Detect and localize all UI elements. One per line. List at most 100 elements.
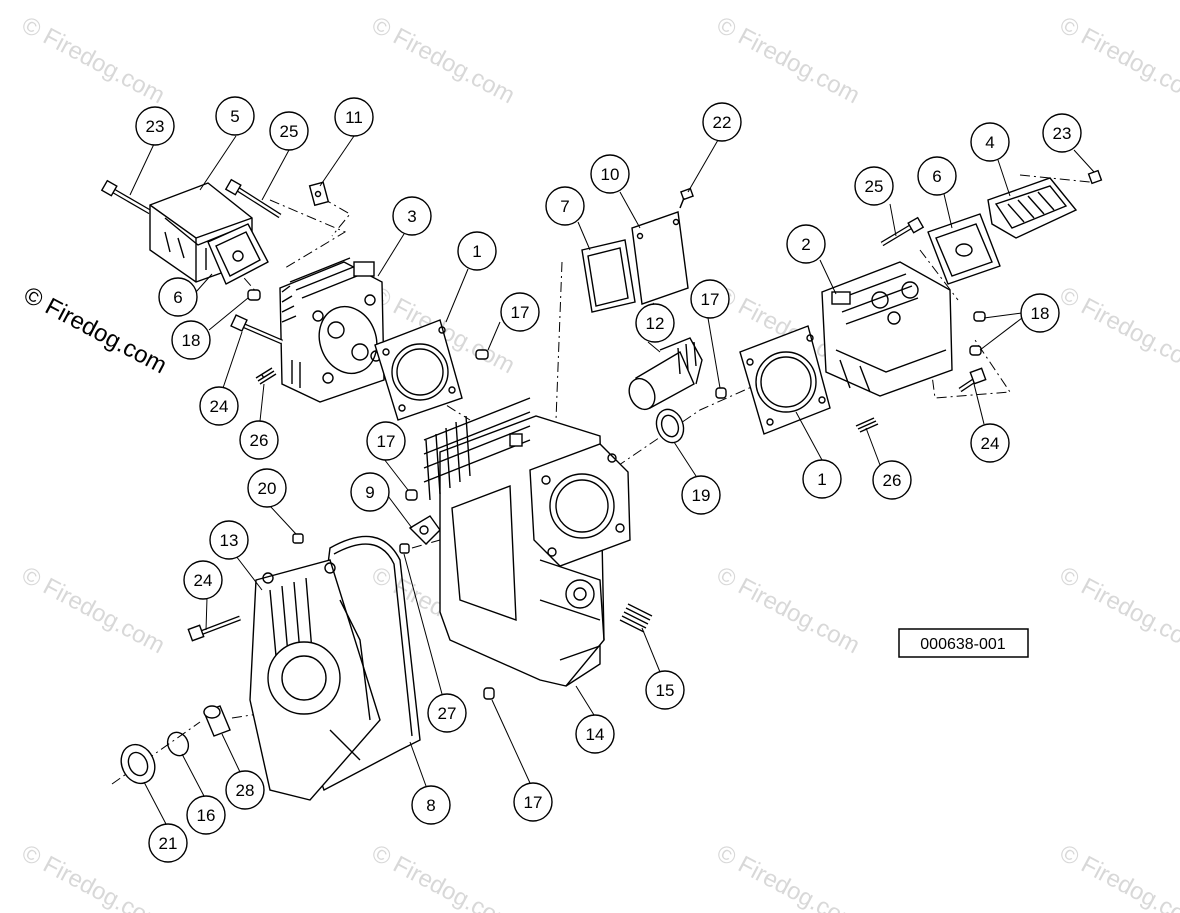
dowel-part-17-lower-left (405, 489, 418, 501)
reference-code: 000638-001 (920, 636, 1006, 653)
callout-5: 5 (215, 96, 255, 136)
bracket-part-9 (408, 515, 441, 545)
callout-7: 7 (545, 186, 585, 226)
callout-26-right: 26 (872, 460, 912, 500)
reference-code-box: 000638-001 (898, 628, 1029, 658)
bolt-part-23-left (100, 179, 152, 215)
svg-text:14: 14 (586, 725, 605, 744)
svg-text:25: 25 (865, 177, 884, 196)
spring-part-15 (619, 603, 653, 633)
svg-text:16: 16 (197, 806, 216, 825)
watermark-tile: © Firedog.com (367, 11, 519, 109)
svg-text:5: 5 (230, 107, 239, 126)
svg-text:6: 6 (173, 288, 182, 307)
gasket-part-8 (305, 535, 421, 791)
svg-text:28: 28 (236, 781, 255, 800)
svg-text:1: 1 (472, 242, 481, 261)
callout-17-bottom: 17 (513, 782, 553, 822)
watermark-tile: © Firedog.com (1055, 839, 1180, 913)
callout-6-right: 6 (917, 156, 957, 196)
watermark-tile: © Firedog.com (712, 561, 864, 659)
callout-9: 9 (350, 472, 390, 512)
cylinder-head-part-3 (279, 257, 385, 403)
callout-17-mid: 17 (690, 279, 730, 319)
dowel-part-17-mid (715, 387, 727, 399)
stud-part-26-left (255, 367, 277, 385)
svg-text:27: 27 (438, 704, 457, 723)
svg-text:9: 9 (365, 483, 374, 502)
head-gasket-part-1-left (374, 319, 463, 421)
cover-plate-part-10 (631, 211, 689, 305)
leader-lines (129, 135, 1095, 825)
svg-text:18: 18 (1031, 304, 1050, 323)
svg-text:21: 21 (159, 834, 178, 853)
cover-part-13 (249, 559, 381, 801)
crankcase-part-14 (423, 397, 631, 687)
bolt-part-23-right (1087, 169, 1103, 185)
svg-text:24: 24 (194, 571, 213, 590)
callout-16: 16 (186, 795, 226, 835)
callout-19: 19 (681, 475, 721, 515)
svg-text:24: 24 (981, 434, 1000, 453)
callout-20: 20 (247, 468, 287, 508)
callout-10: 10 (590, 154, 630, 194)
callout-21: 21 (148, 823, 188, 863)
valve-cover-part-4 (987, 177, 1078, 239)
svg-text:7: 7 (560, 197, 569, 216)
callout-4: 4 (970, 122, 1010, 162)
svg-text:15: 15 (656, 681, 675, 700)
clip-part-11 (308, 181, 330, 207)
svg-text:19: 19 (692, 486, 711, 505)
svg-text:13: 13 (220, 531, 239, 550)
callout-14: 14 (575, 714, 615, 754)
callout-3: 3 (392, 196, 432, 236)
callout-6-left: 6 (158, 277, 198, 317)
svg-text:4: 4 (985, 133, 994, 152)
svg-text:2: 2 (801, 235, 810, 254)
callout-1-right: 1 (802, 459, 842, 499)
snap-ring-part-16 (166, 731, 190, 757)
callout-24-lower: 24 (183, 560, 223, 600)
callout-24-right: 24 (970, 423, 1010, 463)
svg-text:17: 17 (511, 303, 530, 322)
sleeve-part-28 (203, 705, 231, 737)
svg-text:8: 8 (426, 796, 435, 815)
svg-text:3: 3 (407, 207, 416, 226)
bolt-part-24-right (958, 367, 987, 393)
bolt-part-24-lower (187, 615, 241, 642)
dowel-part-17-upper-left (475, 349, 489, 360)
svg-text:17: 17 (377, 432, 396, 451)
plug-part-18-left (247, 289, 261, 301)
watermark-tile: © Firedog.com (17, 561, 169, 659)
svg-text:11: 11 (345, 108, 363, 127)
side-watermark: © Firedog.com (19, 281, 171, 379)
screw-part-22 (679, 187, 694, 209)
callout-11: 11 (334, 97, 374, 137)
callout-18-right: 18 (1020, 293, 1060, 333)
callout-15: 15 (645, 670, 685, 710)
gasket-part-6-left (207, 223, 269, 285)
callout-1-left: 1 (457, 231, 497, 271)
callout-25-right: 25 (854, 166, 894, 206)
svg-text:10: 10 (601, 165, 620, 184)
gasket-part-7 (581, 239, 636, 313)
svg-text:23: 23 (146, 117, 165, 136)
callouts: 23 5 25 11 3 6 18 24 26 1 17 7 10 22 12 … (135, 96, 1082, 863)
callout-28: 28 (225, 770, 265, 810)
callout-25-left: 25 (269, 111, 309, 151)
screw-part-27 (399, 543, 410, 554)
svg-text:25: 25 (280, 122, 299, 141)
watermark-tile: © Firedog.com (17, 839, 169, 913)
bolt-part-25-right (880, 216, 925, 247)
watermark-tile: © Firedog.com (17, 11, 169, 109)
bolt-part-24-left (230, 314, 283, 345)
watermark-tile: © Firedog.com (712, 839, 864, 913)
svg-text:12: 12 (646, 314, 665, 333)
svg-text:18: 18 (182, 331, 201, 350)
gasket-part-6-right (927, 213, 1001, 285)
svg-text:22: 22 (713, 113, 732, 132)
stud-part-26-right (855, 417, 879, 433)
callout-17-lower-left: 17 (366, 421, 406, 461)
callout-17-upper-left: 17 (500, 292, 540, 332)
